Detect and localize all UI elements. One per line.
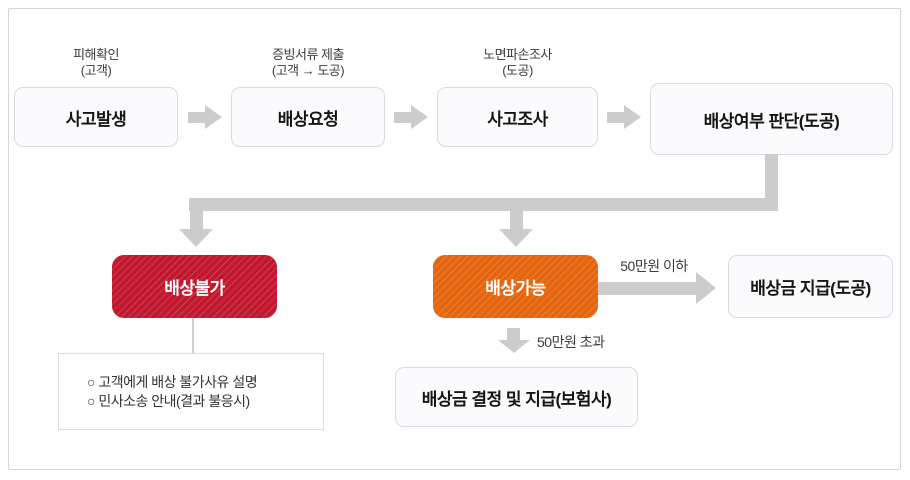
step-box-label: 배상금 지급(도공): [750, 279, 871, 298]
flow-arrow-right-icon: [598, 272, 716, 304]
result-box-payment-dogong: 배상금 지급(도공): [728, 255, 893, 318]
flow-arrow-right-icon: [607, 104, 641, 130]
annotation-line: 노면파손조사: [483, 47, 552, 62]
step-box-label: 배상요청: [277, 109, 339, 129]
flow-arrow-right-icon: [188, 104, 222, 130]
flow-arrow-right-icon: [394, 104, 428, 130]
denied-note: ○ 민사소송 안내(결과 불응시): [87, 392, 250, 409]
annotation-line: 피해확인: [73, 47, 119, 62]
step-box-label: 사고조사: [487, 109, 548, 129]
step-box-label: 사고발생: [65, 109, 127, 129]
flow-arrow-down-icon: [499, 210, 533, 247]
step-box-compensation-request: 배상요청: [231, 87, 385, 147]
amount-label-under: 50만원 이하: [620, 258, 688, 274]
annotation-line: 증빙서류 제출: [272, 47, 344, 62]
annotation-line: (고객): [80, 63, 112, 78]
decision-label: 배상불가: [164, 279, 225, 298]
result-box-payment-insurer: 배상금 결정 및 지급(보험사): [395, 367, 638, 427]
decision-label: 배상가능: [485, 279, 546, 298]
step-box-label: 배상여부 판단(도공): [703, 111, 840, 131]
amount-label-over: 50만원 초과: [537, 334, 605, 350]
connector-thin-line: [192, 318, 194, 353]
connector-vertical: [765, 154, 778, 199]
flow-arrow-down-icon: [497, 328, 530, 353]
decision-box-compensation-denied: 배상불가: [112, 255, 277, 318]
flow-arrow-down-icon: [179, 210, 213, 247]
denied-notes-box: ○ 고객에게 배상 불가사유 설명 ○ 민사소송 안내(결과 불응시): [58, 353, 324, 430]
annotation-line: (도공): [502, 63, 533, 78]
decision-box-compensation-possible: 배상가능: [433, 255, 598, 318]
step-box-compensation-judgement: 배상여부 판단(도공): [650, 83, 893, 155]
connector-horizontal: [189, 198, 778, 211]
annotation-line: (고객 → 도공): [271, 63, 345, 78]
step-annotation-documents: 증빙서류 제출 (고객 → 도공): [231, 47, 385, 79]
step-box-accident-occurs: 사고발생: [14, 87, 178, 147]
denied-note: ○ 고객에게 배상 불가사유 설명: [87, 373, 258, 390]
step-annotation-damage-check: 피해확인 (고객): [14, 47, 178, 79]
step-annotation-road-survey: 노면파손조사 (도공): [437, 47, 598, 79]
step-box-accident-investigation: 사고조사: [437, 87, 598, 147]
step-box-label: 배상금 결정 및 지급(보험사): [421, 389, 612, 409]
